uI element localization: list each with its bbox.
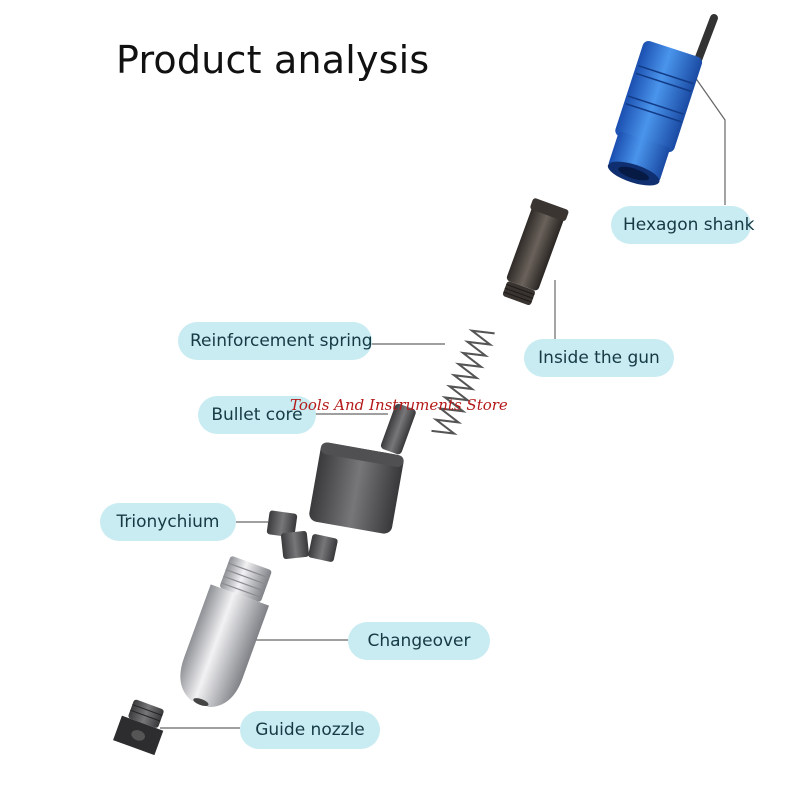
changeover-part bbox=[180, 556, 272, 708]
hexagon-shank-part bbox=[607, 14, 718, 186]
reinforcement-spring-part bbox=[431, 329, 495, 435]
leader-lines bbox=[160, 69, 726, 729]
label-inside-the-gun: Inside the gun bbox=[524, 339, 674, 377]
label-hexagon-shank: Hexagon shank bbox=[611, 206, 754, 244]
label-changeover: Changeover bbox=[348, 622, 490, 660]
label-trionychium: Trionychium bbox=[100, 503, 236, 541]
inside-the-gun-part bbox=[502, 198, 569, 306]
housing-part bbox=[309, 442, 404, 534]
page-title: Product analysis bbox=[116, 38, 430, 82]
label-bullet-core: Bullet core bbox=[198, 396, 316, 434]
label-reinforcement-spring: Reinforcement spring bbox=[178, 322, 373, 360]
bullet-core-part bbox=[380, 403, 416, 455]
store-watermark: Tools And Instruments Store bbox=[290, 396, 508, 414]
trionychium-part bbox=[266, 510, 338, 562]
label-guide-nozzle: Guide nozzle bbox=[240, 711, 380, 749]
guide-nozzle-part bbox=[113, 699, 164, 756]
